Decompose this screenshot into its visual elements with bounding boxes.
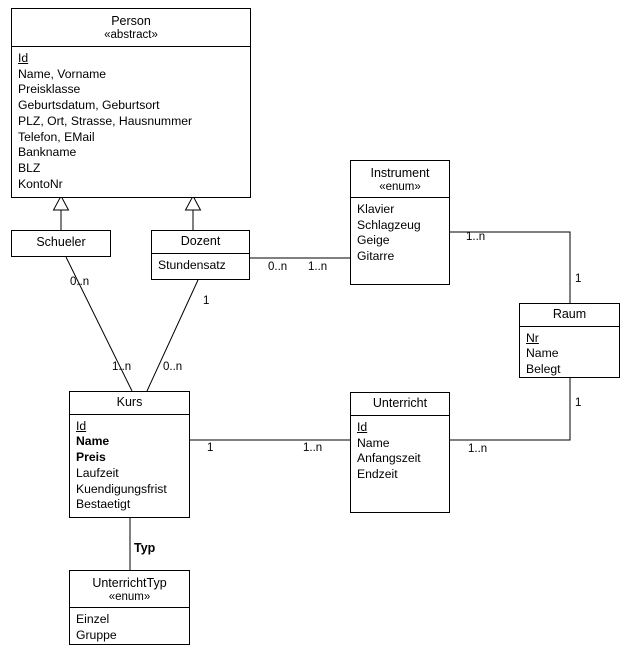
attribute-row: Id <box>18 51 29 65</box>
class-stereotype-person: «abstract» <box>104 28 158 41</box>
attribute-row: Anfangszeit <box>357 451 421 466</box>
attribute-row: Einzel <box>76 612 110 626</box>
multiplicity-label-dozent-kurs-near: 1 <box>203 295 210 307</box>
attribute-row: Name, Vorname <box>18 66 107 81</box>
class-header-unterrichttyp: UnterrichtTyp «enum» <box>70 571 189 608</box>
attribute-row: Bankname <box>18 145 77 160</box>
class-box-raum[interactable]: Raum Nr Name Belegt <box>519 303 620 378</box>
class-name-dozent: Dozent <box>180 234 221 248</box>
attribute-row: BLZ <box>18 161 41 176</box>
class-attributes-kurs: Id Name Preis Laufzeit Kuendigungsfrist … <box>70 415 189 517</box>
class-name-unterricht: Unterricht <box>372 396 428 410</box>
attribute-row: Stundensatz <box>158 258 226 272</box>
class-attributes-raum: Nr Name Belegt <box>520 327 619 382</box>
multiplicity-label-raum-unterricht-left: 1..n <box>468 443 488 455</box>
class-header-unterricht: Unterricht <box>351 393 449 416</box>
association-dozent-kurs[interactable] <box>146 279 199 392</box>
class-header-schueler: Schueler <box>12 231 110 256</box>
class-box-person[interactable]: Person «abstract» Id Name, Vorname Preis… <box>11 8 251 198</box>
multiplicity-label-dozent-instrument-left: 0..n <box>268 261 288 273</box>
multiplicity-label-instrument-raum-right: 1 <box>575 273 582 285</box>
class-attributes-unterrichttyp: Einzel Gruppe <box>70 608 189 647</box>
class-box-dozent[interactable]: Dozent Stundensatz <box>151 230 250 280</box>
class-attributes-unterricht: Id Name Anfangszeit Endzeit <box>351 416 449 512</box>
multiplicity-label-schueler-kurs-near: 0..n <box>70 276 90 288</box>
attribute-row: Name <box>76 434 110 449</box>
generalization-dozent-person[interactable] <box>184 194 202 230</box>
attribute-row: Preisklasse <box>18 82 81 97</box>
class-header-instrument: Instrument «enum» <box>351 161 449 198</box>
attribute-row: Id <box>357 420 368 434</box>
attribute-row: Gruppe <box>76 627 117 642</box>
attribute-row: Preis <box>76 450 106 465</box>
association-raum-unterricht[interactable] <box>450 378 571 441</box>
attribute-row: Id <box>76 418 87 433</box>
class-attributes-dozent: Stundensatz <box>152 254 249 279</box>
attribute-row: PLZ, Ort, Strasse, Hausnummer <box>18 113 193 128</box>
class-header-raum: Raum <box>520 304 619 327</box>
attribute-row: Telefon, EMail <box>18 129 95 144</box>
attribute-row: Kuendigungsfrist <box>76 481 167 496</box>
role-label-kurs-unterrichttyp: Typ <box>134 541 156 555</box>
class-name-raum: Raum <box>552 307 587 321</box>
class-header-person: Person «abstract» <box>12 9 250 47</box>
attribute-row: Geburtsdatum, Geburtsort <box>18 98 160 113</box>
attribute-row: Geige <box>357 233 390 248</box>
class-box-unterricht[interactable]: Unterricht Id Name Anfangszeit Endzeit <box>350 392 450 513</box>
multiplicity-label-schueler-kurs-far: 1..n <box>112 361 132 373</box>
attribute-row: Schlagzeug <box>357 217 421 232</box>
generalization-schueler-person[interactable] <box>52 194 70 230</box>
class-header-kurs: Kurs <box>70 392 189 415</box>
attribute-row: Laufzeit <box>76 465 119 480</box>
class-name-unterrichttyp: UnterrichtTyp <box>92 576 167 590</box>
class-box-schueler[interactable]: Schueler <box>11 230 111 257</box>
class-box-instrument[interactable]: Instrument «enum» Klavier Schlagzeug Gei… <box>350 160 450 285</box>
attribute-row: Name <box>526 346 559 361</box>
multiplicity-label-raum-unterricht-top: 1 <box>575 397 582 409</box>
class-header-dozent: Dozent <box>152 231 249 254</box>
multiplicity-label-dozent-kurs-far: 0..n <box>163 361 183 373</box>
attribute-row: Belegt <box>526 362 561 377</box>
class-box-kurs[interactable]: Kurs Id Name Preis Laufzeit Kuendigungsf… <box>69 391 190 518</box>
attribute-row: Klavier <box>357 202 395 216</box>
class-stereotype-unterrichttyp: «enum» <box>108 590 151 603</box>
multiplicity-label-kurs-unterricht-right: 1..n <box>303 442 323 454</box>
class-stereotype-instrument: «enum» <box>379 180 421 193</box>
multiplicity-label-kurs-unterricht-left: 1 <box>207 442 214 454</box>
class-name-person: Person <box>111 14 151 28</box>
class-box-unterrichttyp[interactable]: UnterrichtTyp «enum» Einzel Gruppe <box>69 570 190 645</box>
multiplicity-label-instrument-raum-left: 1..n <box>466 231 486 243</box>
attribute-row: Endzeit <box>357 467 398 482</box>
class-name-instrument: Instrument <box>370 166 430 180</box>
attribute-row: KontoNr <box>18 176 63 191</box>
multiplicity-label-dozent-instrument-right: 1..n <box>308 261 328 273</box>
attribute-row: Gitarre <box>357 249 395 264</box>
attribute-row: Bestaetigt <box>76 497 131 512</box>
class-attributes-instrument: Klavier Schlagzeug Geige Gitarre <box>351 198 449 284</box>
class-attributes-person: Id Name, Vorname Preisklasse Geburtsdatu… <box>12 47 250 197</box>
attribute-row: Name <box>357 435 390 450</box>
attribute-row: Nr <box>526 330 539 345</box>
class-name-kurs: Kurs <box>116 395 143 409</box>
class-name-schueler: Schueler <box>36 235 86 249</box>
